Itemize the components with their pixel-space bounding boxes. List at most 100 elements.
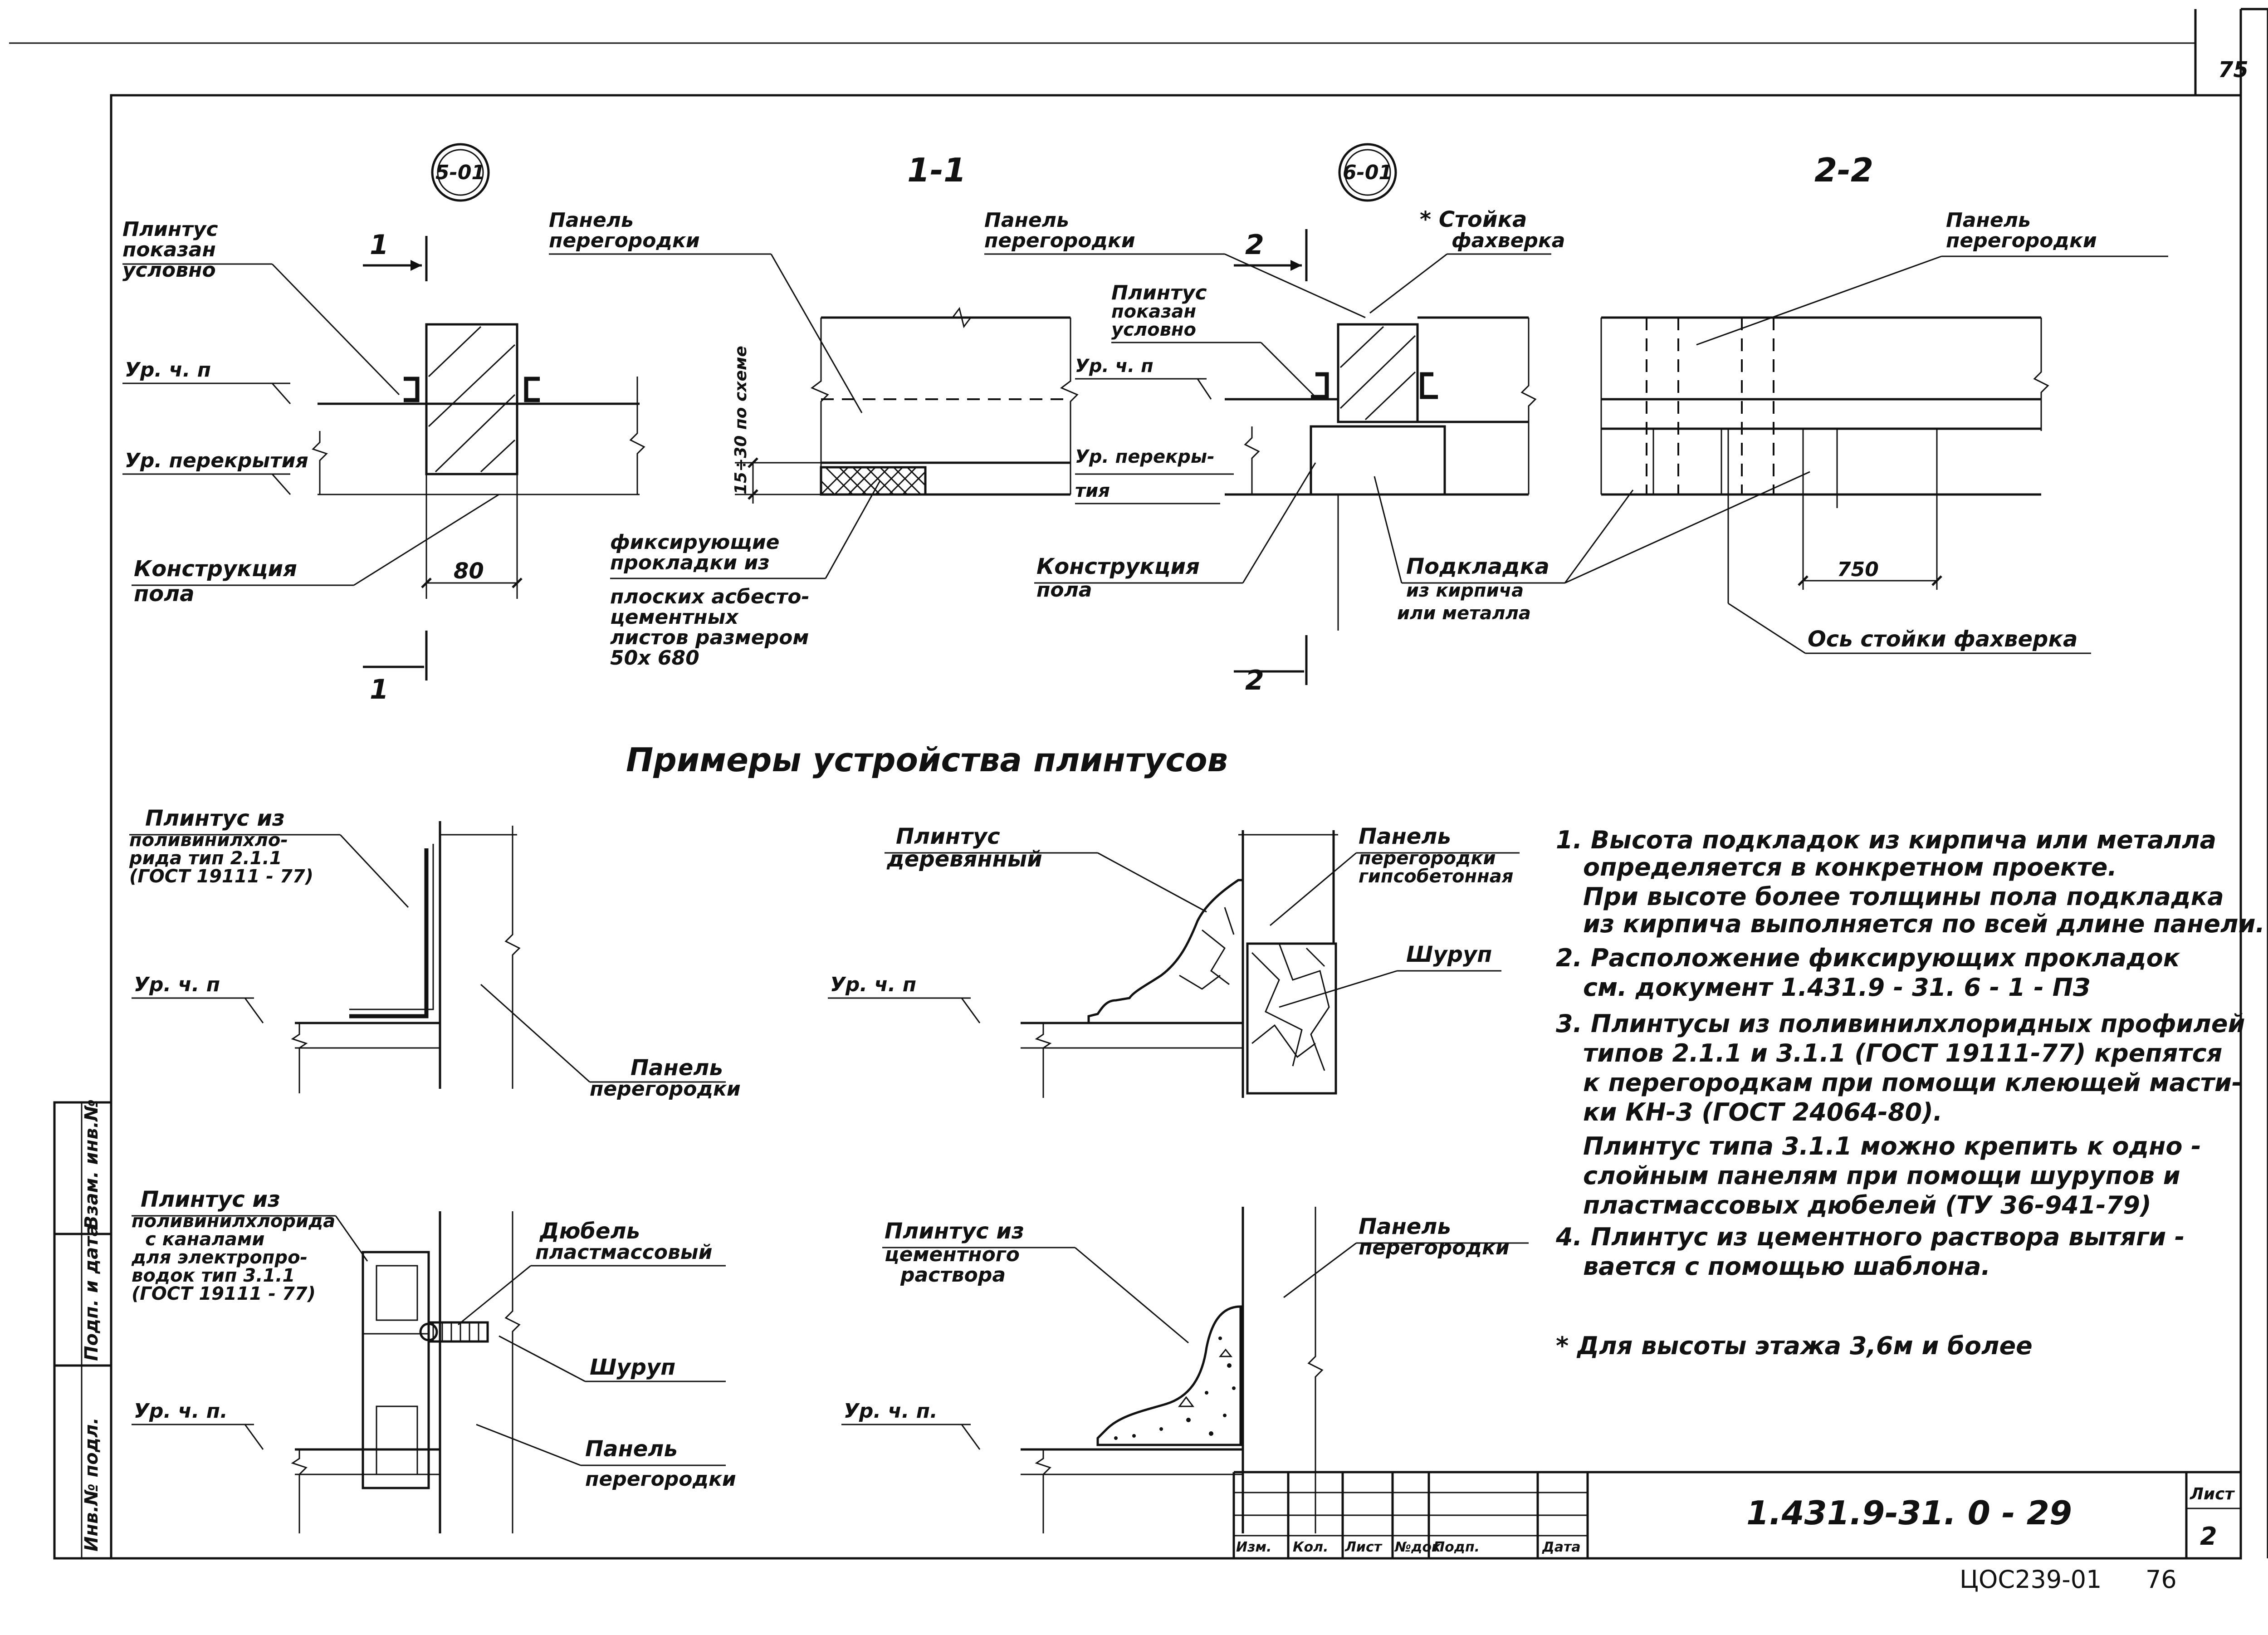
note-line: ки КН-3 (ГОСТ 24064-80). bbox=[1583, 1098, 1942, 1126]
cut-mark-1-top: 1 bbox=[370, 229, 389, 261]
designation: 1.431.9-31. 0 - 29 bbox=[1746, 1494, 2072, 1532]
detail-5-01: 5-01 1 1 Плинтус показан условно Ур. ч. … bbox=[122, 143, 645, 705]
plinth-label-2c: условно bbox=[1111, 319, 1196, 340]
tb-col-data: Дата bbox=[1542, 1539, 1581, 1555]
panel-c-label-2: перегородки bbox=[585, 1468, 736, 1491]
note-line: 3. Плинтусы из поливинилхлоридных профил… bbox=[1556, 1009, 2245, 1038]
sheet-frame: 75 bbox=[9, 8, 2268, 1560]
floor-construction-label-1a: Конструкция bbox=[134, 556, 297, 582]
plinth-label-2a: Плинтус bbox=[1111, 281, 1207, 304]
example-pvc-211: Плинтус из поливинилхло- рида тип 2.1.1 … bbox=[129, 806, 741, 1101]
note-line: слойным панелям при помощи шурупов и bbox=[1583, 1161, 2180, 1190]
cement-stipple bbox=[1114, 1336, 1236, 1440]
dimension-750: 750 bbox=[1837, 558, 1879, 581]
note-line: вается с помощью шаблона. bbox=[1583, 1252, 1990, 1281]
fixing-pads-5: листов размером bbox=[610, 626, 809, 649]
pvc311-label-4: для электропро- bbox=[131, 1247, 308, 1268]
note-line: пластмассовых дюбелей (ТУ 36-941-79) bbox=[1583, 1191, 2151, 1219]
pvc311-label-3: с каналами bbox=[145, 1229, 264, 1250]
note-line: определяется в конкретном проекте. bbox=[1583, 853, 2117, 881]
plinth-label-2b: показан bbox=[1111, 301, 1196, 322]
section-1-1-title: 1-1 bbox=[907, 151, 966, 189]
note-line: 1. Высота подкладок из кирпича или метал… bbox=[1556, 826, 2216, 854]
dowel-label-2: пластмассовый bbox=[535, 1241, 712, 1264]
stamp-number: 76 bbox=[2146, 1565, 2177, 1594]
level-label-1: Ур. ч. п bbox=[125, 358, 211, 382]
plinth-label-1a: Плинтус bbox=[122, 218, 218, 241]
panel-label-22b: перегородки bbox=[1946, 229, 2097, 252]
fachwerk-axis-label: Ось стойки фахверка bbox=[1808, 627, 2077, 652]
pad-label-b: из кирпича bbox=[1406, 580, 1524, 601]
example-wood: Плинтус деревянный Ур. ч. п Панель перег… bbox=[828, 824, 1520, 1098]
example-cement: Плинтус из цементного раствора Ур. ч. п.… bbox=[841, 1207, 1529, 1533]
fixing-pad-hatch bbox=[820, 466, 926, 495]
node-marker-5-01: 5-01 bbox=[435, 161, 485, 184]
panel-a-label-2: перегородки bbox=[590, 1077, 741, 1101]
sheet-label: Лист bbox=[2190, 1485, 2235, 1503]
node-marker-6-01: 6-01 bbox=[1343, 161, 1393, 184]
dimension-80: 80 bbox=[454, 558, 484, 584]
pvc211-label-3: рида тип 2.1.1 bbox=[129, 848, 282, 869]
panel-d-label-2: перегородки bbox=[1359, 1236, 1510, 1259]
dowel-label-1: Дюбель bbox=[539, 1219, 640, 1244]
sheet-number: 2 bbox=[2200, 1522, 2217, 1551]
pvc311-label-1: Плинтус из bbox=[141, 1187, 280, 1212]
screw-b-label: Шуруп bbox=[1406, 942, 1492, 967]
panel-label-11b: перегородки bbox=[549, 229, 700, 252]
fixing-pads-2: прокладки из bbox=[610, 551, 770, 574]
panel-gypsum-label-3: гипсобетонная bbox=[1359, 866, 1513, 887]
fixing-pads-1: фиксирующие bbox=[610, 531, 780, 554]
panel-c-label-1: Панель bbox=[585, 1436, 678, 1462]
cut-mark-1-bottom: 1 bbox=[370, 674, 389, 705]
slab-level-label-2b: тия bbox=[1075, 480, 1110, 501]
note-line: см. документ 1.431.9 - 31. 6 - 1 - ПЗ bbox=[1583, 973, 2090, 1002]
panel-label-6b: перегородки bbox=[984, 229, 1135, 252]
slab-level-label-1: Ур. перекрытия bbox=[125, 449, 308, 472]
note-line: к перегородкам при помощи клеющей масти- bbox=[1583, 1068, 2242, 1097]
fixing-pads-6: 50х 680 bbox=[610, 646, 699, 670]
panel-d-label-1: Панель bbox=[1359, 1214, 1451, 1239]
tb-col-list: Лист bbox=[1344, 1539, 1383, 1555]
cement-label-3: раствора bbox=[900, 1263, 1006, 1287]
fixing-pads-3: плоских асбесто- bbox=[610, 585, 810, 608]
level-d-label: Ур. ч. п. bbox=[844, 1400, 938, 1423]
note-line: Плинтус типа 3.1.1 можно крепить к одно … bbox=[1583, 1132, 2201, 1160]
stamp-code: ЦОС239-01 bbox=[1960, 1565, 2102, 1594]
section-1-1: 1-1 Панель перегородки 15÷30 по схеме фи… bbox=[549, 151, 1079, 670]
dimension-15-30: 15÷30 по схеме bbox=[732, 346, 750, 494]
tb-col-izm: Изм. bbox=[1236, 1539, 1271, 1555]
side-stamp-replace: Взам. инв.№ bbox=[81, 1099, 102, 1229]
wood-label-2: деревянный bbox=[886, 847, 1042, 872]
pvc211-label-2: поливинилхло- bbox=[129, 830, 288, 851]
plinth-label-1b: показан bbox=[122, 238, 216, 261]
example-pvc-311: Плинтус из поливинилхлорида с каналами д… bbox=[131, 1187, 736, 1533]
fixing-pads-4: цементных bbox=[610, 606, 739, 629]
section-2-2-title: 2-2 bbox=[1814, 151, 1873, 189]
tb-col-ndok: №док bbox=[1394, 1539, 1441, 1555]
cut-mark-2-top: 2 bbox=[1245, 229, 1264, 261]
title-block: Изм. Кол. Лист №док Подп. Дата 1.431.9-3… bbox=[1232, 1471, 2241, 1558]
screw-c-label: Шуруп bbox=[590, 1355, 675, 1380]
detail-6-01: 6-01 Панель перегородки 2 2 * Стойка фах… bbox=[984, 143, 1565, 696]
level-c-label: Ур. ч. п. bbox=[134, 1400, 228, 1423]
floor-construction-label-2b: пола bbox=[1036, 578, 1092, 602]
pvc311-label-6: (ГОСТ 19111 - 77) bbox=[132, 1283, 316, 1304]
pad-label-a: Подкладка bbox=[1406, 554, 1549, 579]
note-line: 4. Плинтус из цементного раствора вытяги… bbox=[1555, 1223, 2185, 1251]
plinth-label-1c: условно bbox=[122, 259, 216, 282]
pvc311-label-2: поливинилхлорида bbox=[132, 1211, 335, 1232]
panel-gypsum-label-2: перегородки bbox=[1359, 848, 1496, 869]
level-b-label: Ур. ч. п bbox=[830, 973, 916, 996]
fachwerk-post-label-a: * Стойка bbox=[1420, 207, 1527, 232]
note-line: типов 2.1.1 и 3.1.1 (ГОСТ 19111-77) креп… bbox=[1583, 1039, 2222, 1067]
note-line: При высоте более толщины пола подкладка bbox=[1583, 882, 2224, 911]
note-line: * Для высоты этажа 3,6м и более bbox=[1556, 1331, 2033, 1360]
level-label-2: Ур. ч. п bbox=[1075, 356, 1154, 377]
section-2-2: 2-2 Панель перегородки 750 bbox=[1564, 151, 2168, 654]
slab-level-label-2a: Ур. перекры- bbox=[1075, 446, 1215, 467]
panel-gypsum-label-1: Панель bbox=[1359, 824, 1451, 849]
tb-col-podp: Подп. bbox=[1433, 1539, 1480, 1555]
level-a-label: Ур. ч. п bbox=[134, 973, 220, 996]
notes: 1. Высота подкладок из кирпича или метал… bbox=[1555, 826, 2265, 1360]
